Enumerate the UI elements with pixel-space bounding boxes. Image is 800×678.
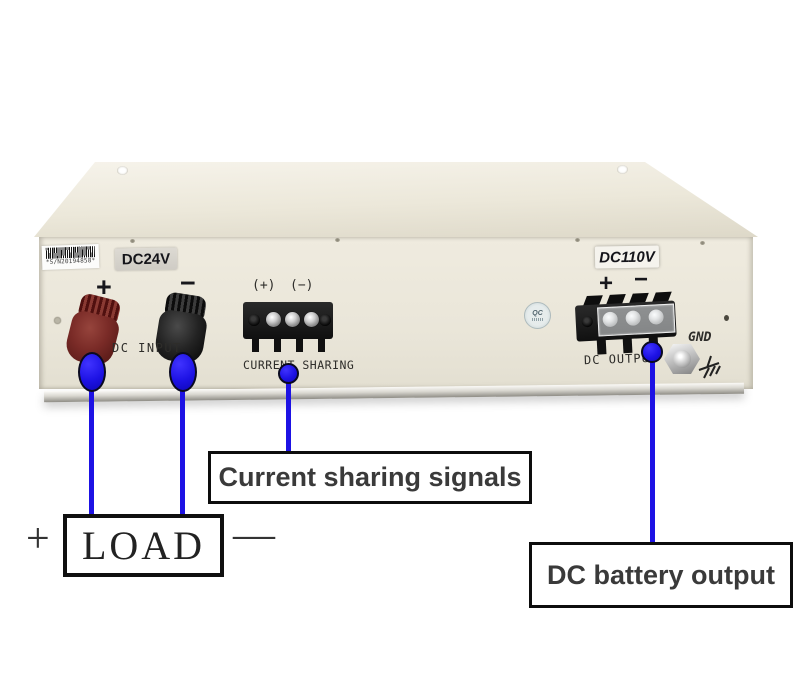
terminal-block-tooth [318, 338, 325, 352]
marker-current-sharing [278, 363, 299, 384]
serial-number-text: *S/N20194858* [45, 257, 96, 266]
panel-side-screw [54, 317, 61, 324]
panel-vent-hole [724, 315, 729, 321]
dc-output-terminal-block [574, 291, 679, 358]
input-voltage-label: DC24V [114, 247, 178, 271]
panel-screw [700, 241, 705, 245]
serial-number-label: *S/N20194858* [41, 244, 100, 270]
sharing-screw-1 [266, 312, 281, 327]
chassis-ground-icon [698, 355, 721, 379]
panel-screw [335, 238, 340, 242]
annotation-line-battery-output [650, 350, 655, 544]
load-plus-sign: + [26, 516, 50, 562]
annotation-line-load-plus [89, 370, 94, 516]
annotation-line-current-sharing [286, 372, 291, 453]
load-minus-sign: — [233, 512, 275, 558]
rack-flange-hole-right [617, 165, 628, 174]
dc-input-silkscreen: DC INPUT [112, 341, 182, 355]
chassis-top-cover [34, 162, 758, 237]
terminal-block-tooth [296, 338, 303, 352]
sharing-minus-sign: (−) [290, 278, 314, 293]
gnd-silkscreen: GND [688, 330, 712, 345]
current-sharing-terminal-block [243, 302, 333, 354]
panel-screw [130, 239, 135, 243]
qc-sticker-detail [531, 318, 544, 321]
output-minus-sign: − [634, 266, 649, 293]
output-voltage-label: DC110V [594, 245, 660, 269]
input-minus-sign: − [180, 268, 196, 298]
qc-sticker: QC [524, 302, 551, 329]
terminal-block-tooth [274, 338, 281, 352]
end-screw [248, 314, 260, 326]
qc-text: QC [532, 310, 543, 317]
end-screw [319, 314, 331, 326]
terminal-block-tooth [252, 338, 259, 352]
current-sharing-callout: Current sharing signals [208, 451, 532, 504]
ground-bolt-head [673, 350, 691, 368]
output-plus-sign: + [599, 270, 614, 297]
annotation-line-load-minus [180, 370, 185, 516]
marker-input-negative [169, 352, 197, 392]
marker-input-positive [78, 352, 106, 392]
panel-screw [575, 238, 580, 242]
current-sharing-silkscreen: CURRENT SHARING [243, 358, 355, 372]
load-callout: LOAD [63, 514, 224, 577]
terminal-clear-cover [597, 303, 676, 337]
marker-dc-output [641, 341, 663, 363]
rack-flange-hole-left [117, 166, 128, 175]
battery-output-callout: DC battery output [529, 542, 793, 608]
sharing-plus-sign: (+) [252, 278, 276, 293]
sharing-screw-3 [304, 312, 319, 327]
sharing-screw-2 [285, 312, 300, 327]
input-plus-sign: + [96, 272, 112, 302]
